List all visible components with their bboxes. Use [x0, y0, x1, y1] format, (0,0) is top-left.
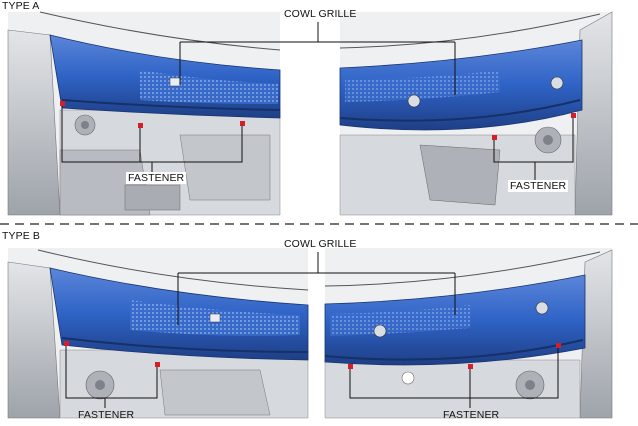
type-b-cowl-grille-label: COWL GRILLE	[284, 238, 357, 250]
type-a-fastener-label-left: FASTENER	[126, 172, 187, 184]
fastener-marker	[240, 121, 245, 126]
leader-lines	[61, 22, 574, 408]
type-b-left-view	[7, 248, 309, 419]
type-a-right-view	[339, 11, 613, 216]
fastener-marker	[468, 364, 473, 369]
fastener-marker	[348, 364, 353, 369]
type-a-cowl-grille-label: COWL GRILLE	[284, 8, 357, 20]
type-b-heading: TYPE B	[2, 230, 40, 242]
fastener-marker	[571, 113, 576, 118]
fastener-marker	[60, 101, 65, 106]
type-a-heading: TYPE A	[2, 0, 40, 12]
fastener-marker	[155, 362, 160, 367]
type-a-left-view	[7, 11, 281, 216]
fastener-marker	[556, 343, 561, 348]
fastener-marker	[138, 123, 143, 128]
type-a-fastener-label-right: FASTENER	[508, 180, 569, 192]
type-b-fastener-label-right: FASTENER	[443, 409, 500, 421]
type-b-fastener-label-left: FASTENER	[78, 409, 135, 421]
fastener-marker	[492, 135, 497, 140]
fastener-marker	[64, 341, 69, 346]
type-b-right-view	[324, 248, 613, 419]
